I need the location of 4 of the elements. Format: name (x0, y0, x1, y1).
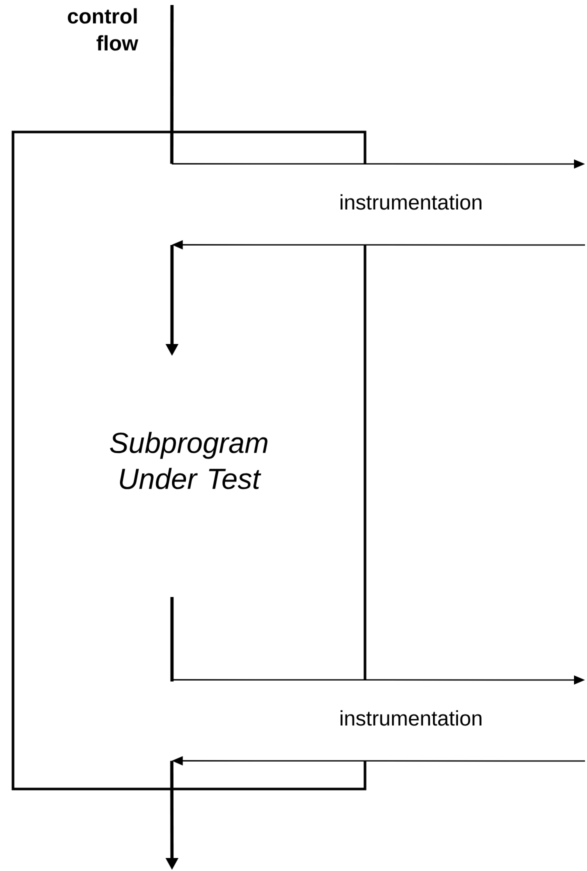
instrumentation-label: instrumentation (340, 710, 482, 726)
flow-line (170, 5, 174, 164)
flow-label: control flow (68, 8, 138, 51)
instrumentation-label: instrumentation (340, 194, 482, 210)
